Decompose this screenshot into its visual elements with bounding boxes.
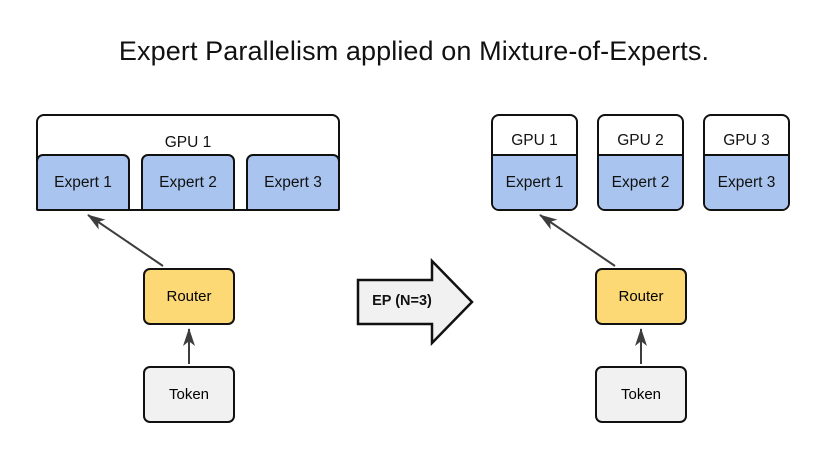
left-expert-3: Expert 3 [246,154,340,211]
ep-transform-arrow: EP (N=3) [356,257,474,347]
right-router-label: Router [618,288,664,305]
left-expert-2-label: Expert 2 [159,173,217,191]
right-expert-1-label: Expert 1 [505,173,564,191]
left-expert-3-label: Expert 3 [264,173,322,191]
right-token-label: Token [620,386,662,403]
left-router-box: Router [143,268,235,325]
right-expert-2: Expert 2 [599,154,682,209]
left-token-label: Token [168,386,210,403]
right-gpu-2-label: GPU 2 [617,132,664,149]
left-gpu-label: GPU 1 [164,134,212,151]
left-expert-2: Expert 2 [141,154,235,211]
right-gpu-3-label: GPU 3 [723,132,770,149]
right-gpu-1-label: GPU 1 [511,132,558,149]
right-gpu-2-container: GPU 2 Expert 2 [597,114,684,211]
right-expert-3-label: Expert 3 [717,173,776,191]
page-title: Expert Parallelism applied on Mixture-of… [118,36,710,66]
ep-transform-label: EP (N=3) [372,293,432,309]
left-expert-1: Expert 1 [36,154,130,211]
left-router-to-expert1-arrow [87,214,164,267]
right-expert-2-label: Expert 2 [611,173,670,191]
right-router-to-expert1-arrow [539,214,616,267]
right-gpu-1-container: GPU 1 Expert 1 [491,114,578,211]
right-gpu-3-container: GPU 3 Expert 3 [703,114,790,211]
ep-arrow-icon [356,257,474,347]
right-expert-1: Expert 1 [493,154,576,209]
right-router-box: Router [595,268,687,325]
left-router-label: Router [166,288,212,305]
right-token-box: Token [595,366,687,423]
right-expert-3: Expert 3 [705,154,788,209]
left-expert-1-label: Expert 1 [54,173,112,191]
left-token-box: Token [143,366,235,423]
